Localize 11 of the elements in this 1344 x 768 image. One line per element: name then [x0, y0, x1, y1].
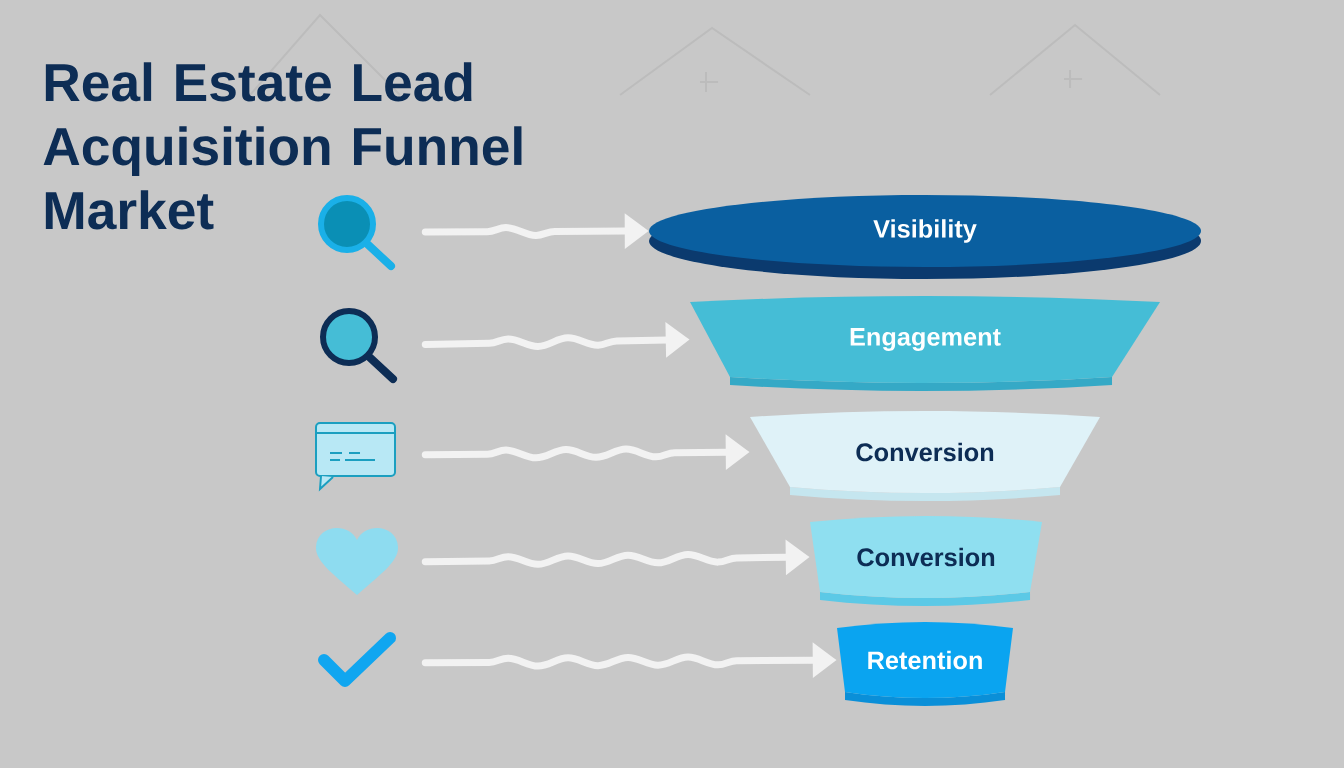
- checkmark-icon: [318, 632, 396, 687]
- speech-bubble-icon: [315, 422, 396, 492]
- title: Real Estate Lead Acquisition Funnel Market: [43, 62, 522, 230]
- magnifier-icon: [320, 308, 397, 383]
- funnel-stage: Retention: [837, 622, 1013, 706]
- funnel-stage: Conversion: [750, 411, 1100, 501]
- heart-icon: [316, 528, 398, 595]
- funnel-stage: Conversion: [810, 516, 1042, 606]
- magnifier-icon: [318, 195, 395, 270]
- funnel-stage: Engagement: [690, 296, 1160, 391]
- funnel-stage: Visibility: [649, 195, 1201, 279]
